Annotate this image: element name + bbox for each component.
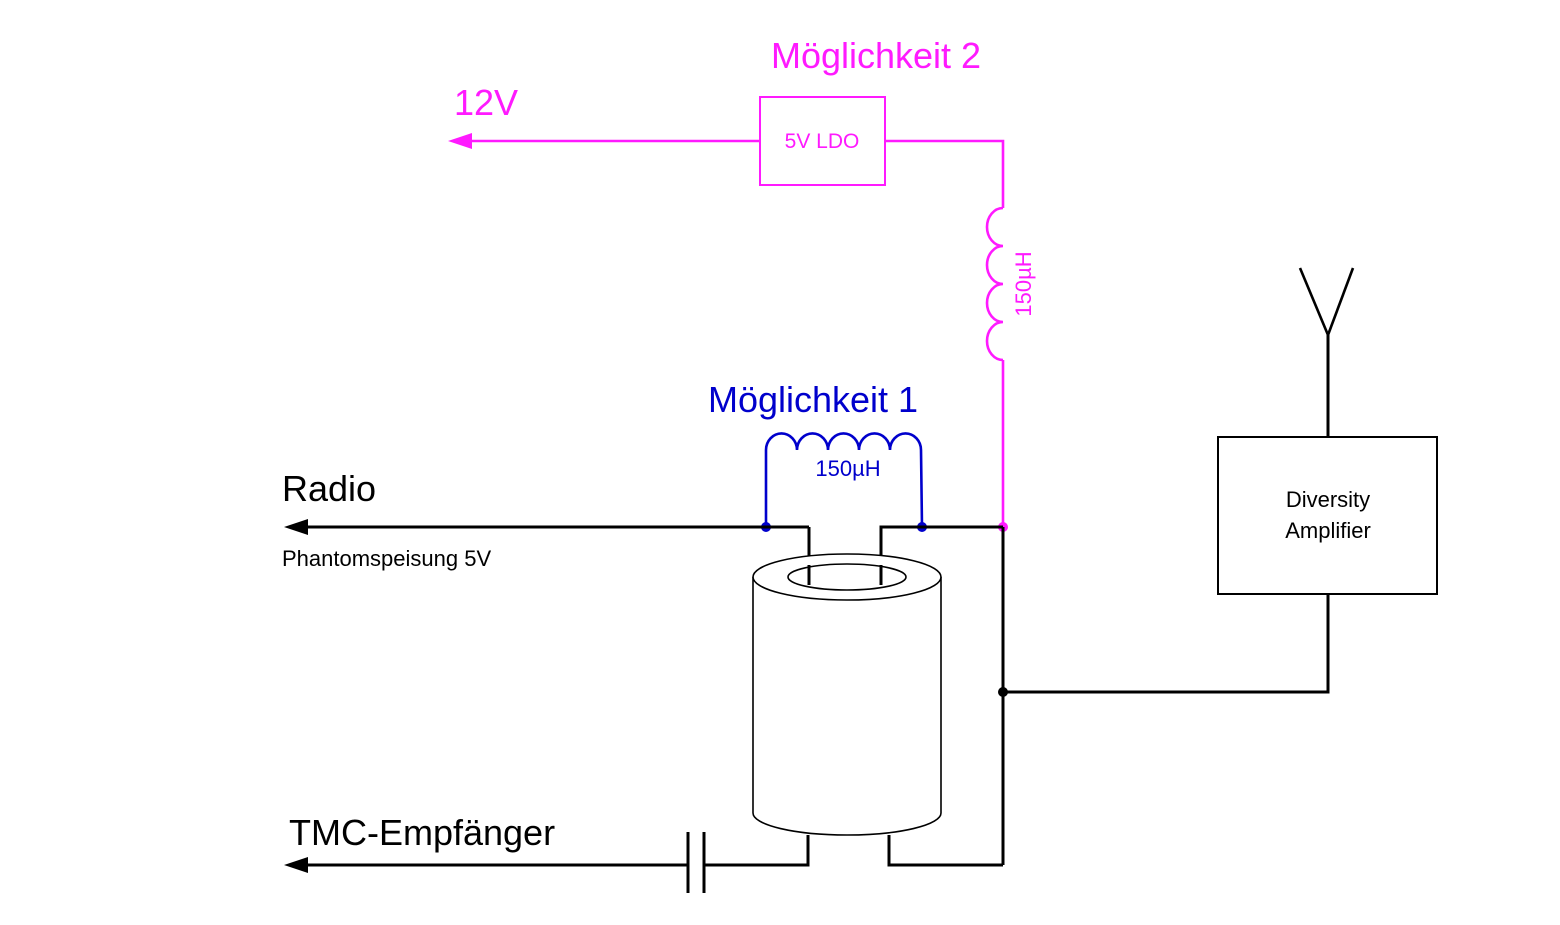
amplifier-box bbox=[1217, 436, 1438, 595]
ldo-box bbox=[759, 96, 886, 186]
radio-label: Radio bbox=[282, 468, 376, 509]
horizontal-inductor-coil bbox=[764, 432, 924, 528]
ldo-label: 5V LDO bbox=[785, 130, 860, 153]
core-bottom-left-lead bbox=[704, 835, 810, 867]
vertical-inductor-value: 150µH bbox=[1011, 251, 1036, 316]
antenna-icon bbox=[1298, 267, 1355, 336]
core-bottom-right-lead bbox=[887, 835, 1003, 867]
12v-arrow-head bbox=[448, 133, 472, 149]
option1-label: Möglichkeit 1 bbox=[708, 379, 918, 420]
ldo-output-wire bbox=[885, 139, 1005, 208]
tmc-label: TMC-Empfänger bbox=[289, 812, 555, 853]
horizontal-inductor-value: 150µH bbox=[815, 456, 880, 481]
vertical-inductor-coil bbox=[985, 206, 1004, 362]
capacitor bbox=[686, 832, 706, 893]
black-junction-dot bbox=[998, 687, 1008, 697]
core-hole bbox=[787, 563, 907, 591]
core-hole-leads bbox=[807, 565, 883, 585]
amplifier-feed-wire bbox=[1003, 595, 1330, 694]
tmc-arrow-head bbox=[284, 857, 308, 873]
voltage-12v-label: 12V bbox=[454, 82, 518, 123]
core-body bbox=[752, 577, 942, 836]
phantom-power-label: Phantomspeisung 5V bbox=[282, 546, 491, 571]
ferrite-core bbox=[752, 553, 942, 836]
amplifier-label-line1: Diversity bbox=[1286, 487, 1370, 512]
radio-arrow-head bbox=[284, 519, 308, 535]
option2-label: Möglichkeit 2 bbox=[771, 35, 981, 76]
option1-branch bbox=[764, 432, 924, 528]
option2-branch bbox=[470, 96, 1005, 527]
amplifier-label-line2: Amplifier bbox=[1285, 518, 1371, 543]
